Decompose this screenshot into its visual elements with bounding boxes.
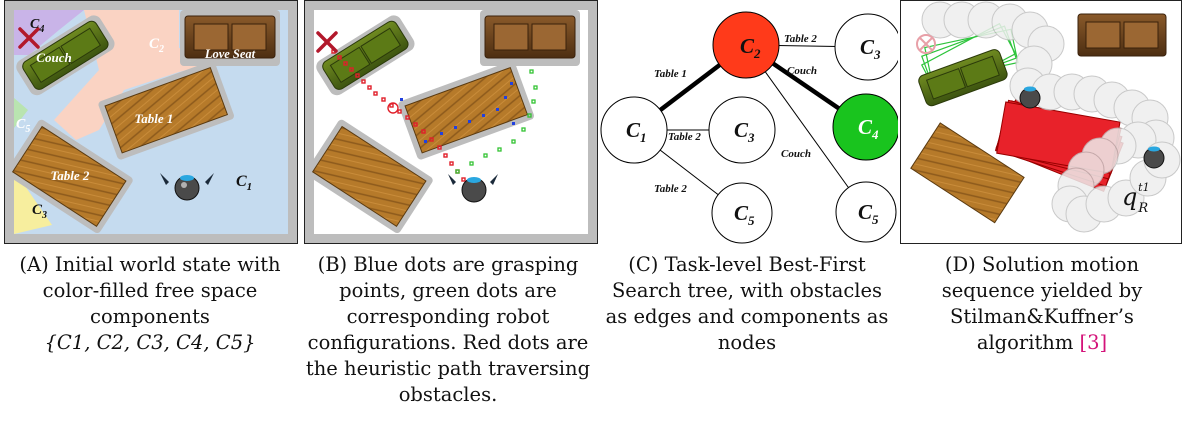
svg-text:C5: C5 <box>858 200 879 227</box>
table-2 <box>910 122 1025 224</box>
svg-text:C3: C3 <box>32 202 47 221</box>
c5-sub: 5 <box>25 124 30 135</box>
table-1-label: Table 1 <box>135 111 174 126</box>
edge-c2-c5 <box>745 44 867 213</box>
node-c3-mid: C3 <box>708 96 776 164</box>
caption-c: (C) Task-level Best-First Search tree, w… <box>602 252 892 356</box>
edge-label-table2-mid: Table 2 <box>668 131 701 143</box>
couch <box>918 49 1008 107</box>
goal-x-icon <box>316 31 338 53</box>
caption-b: (B) Blue dots are grasping points, green… <box>298 252 598 408</box>
couch-label: Couch <box>36 50 71 65</box>
node-c1: C1 <box>600 96 668 164</box>
robot-config-dots <box>455 69 538 174</box>
caption-a: (A) Initial world state with color-fille… <box>0 252 300 356</box>
c1-label: C <box>236 173 247 190</box>
panel-d-figure: qRt1 <box>900 0 1182 244</box>
caption-a-text: Initial world state with color-filled fr… <box>42 253 281 328</box>
edge-label-couch-bottom: Couch <box>781 148 811 160</box>
free-space-c5 <box>14 98 28 128</box>
node-c4: C4 <box>832 93 898 161</box>
caption-d-text: Solution motion sequence yielded by Stil… <box>941 253 1143 354</box>
c2-label: C <box>149 36 160 52</box>
goal-x-icon <box>916 34 936 54</box>
edge-label-table2-bottom: Table 2 <box>654 183 687 195</box>
caption-a-letter: (A) <box>19 253 49 276</box>
panel-b <box>304 0 598 244</box>
svg-text:C1: C1 <box>236 173 252 193</box>
q-sup: t1 <box>1138 181 1149 194</box>
svg-text:qRt1: qRt1 <box>1122 181 1150 216</box>
svg-text:C2: C2 <box>149 36 164 55</box>
caption-c-text: Task-level Best-First Search tree, with … <box>605 253 889 354</box>
edge-label-table1: Table 1 <box>654 68 687 80</box>
svg-text:C5: C5 <box>16 117 30 135</box>
panel-b-figure <box>304 0 598 244</box>
couch <box>322 20 409 90</box>
svg-text:C1: C1 <box>626 118 647 145</box>
robot-icon <box>448 174 498 203</box>
love-seat <box>484 15 576 59</box>
robot-icon <box>1019 86 1165 169</box>
grasp-point-dots <box>400 82 515 143</box>
svg-text:C3: C3 <box>734 118 755 145</box>
edge-label-table2-top: Table 2 <box>784 33 817 45</box>
goal-x-icon <box>18 27 40 49</box>
c1-sub: 1 <box>247 181 253 193</box>
search-tree: Table 1 Table 2 Couch Table 2 Couch Tabl… <box>600 11 898 244</box>
edge-label-couch-top: Couch <box>787 65 817 77</box>
node-c2: C2 <box>712 11 780 79</box>
free-space-c3 <box>14 170 52 234</box>
c3-label: C <box>32 202 43 218</box>
table-2-label: Table 2 <box>51 168 90 183</box>
svg-text:C4: C4 <box>858 115 879 142</box>
panel-a: Love Seat Couch Table 1 Table 2 <box>4 0 298 244</box>
free-space-c4 <box>14 10 84 55</box>
svg-text:C3: C3 <box>860 35 881 62</box>
node-c5-right: C5 <box>835 181 897 243</box>
table-1 <box>104 66 229 154</box>
node-c5-left: C5 <box>711 182 773 244</box>
couch <box>22 20 109 90</box>
node-c3-top: C3 <box>834 13 898 81</box>
caption-d: (D) Solution motion sequence yielded by … <box>906 252 1178 356</box>
q-label: q <box>1122 183 1137 211</box>
c4-label: C <box>30 17 40 32</box>
robot-icon <box>160 173 214 201</box>
love-seat-label: Love Seat <box>204 47 256 61</box>
table-1 <box>404 66 529 154</box>
panel-a-figure: Love Seat Couch Table 1 Table 2 <box>4 0 298 244</box>
c3-sub: 3 <box>41 210 47 221</box>
table-2 <box>311 125 427 227</box>
table-2 <box>11 125 127 227</box>
panel-d: qRt1 <box>900 0 1182 244</box>
love-seat: Love Seat <box>184 15 276 61</box>
svg-text:C2: C2 <box>740 34 761 61</box>
q-sub: R <box>1137 201 1148 216</box>
c4-sub: 4 <box>38 24 44 35</box>
c2-sub: 2 <box>158 44 164 55</box>
panel-c: Table 1 Table 2 Couch Table 2 Couch Tabl… <box>598 0 898 244</box>
svg-text:C5: C5 <box>734 201 755 228</box>
caption-b-letter: (B) <box>317 253 348 276</box>
caption-a-set: {C1, C2, C3, C4, C5} <box>44 331 256 354</box>
c5-label: C <box>16 117 26 132</box>
love-seat <box>1077 13 1167 57</box>
svg-text:C4: C4 <box>30 17 44 35</box>
caption-b-text: Blue dots are grasping points, green dot… <box>305 253 591 406</box>
caption-c-letter: (C) <box>628 253 659 276</box>
citation-link[interactable]: [3] <box>1079 331 1108 354</box>
caption-d-letter: (D) <box>944 253 976 276</box>
